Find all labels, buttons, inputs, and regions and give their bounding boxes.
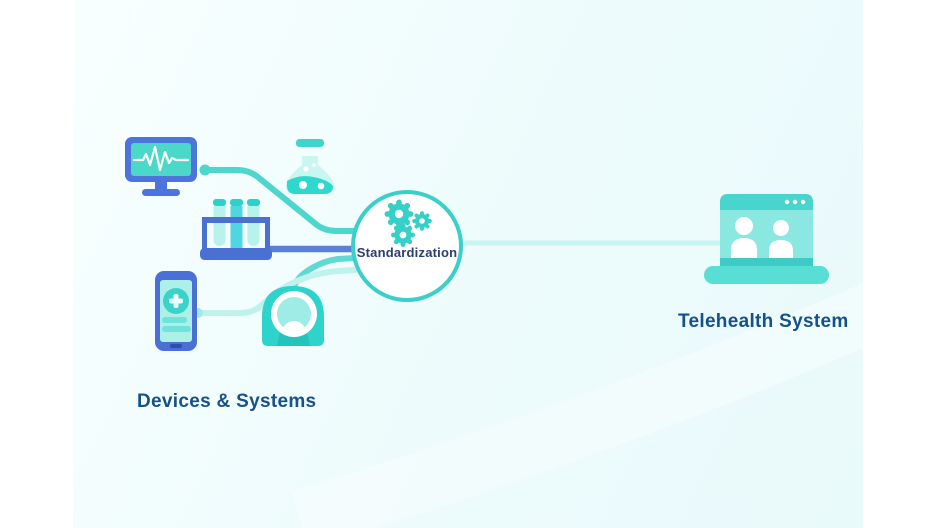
devices-systems-label: Devices & Systems	[137, 391, 317, 412]
mri-scanner-icon	[262, 286, 324, 346]
background-swoosh	[291, 272, 912, 528]
gears-icon	[384, 199, 432, 247]
standardization-hub	[351, 190, 463, 302]
window-dot-icon	[792, 199, 798, 205]
ecg-waveform	[132, 145, 190, 172]
connector-monitor-line	[202, 167, 358, 234]
window-dot-icon	[784, 199, 790, 205]
lab-flask-icon	[286, 139, 334, 194]
standardization-label: Standardization	[356, 245, 458, 260]
telehealth-label: Telehealth System	[678, 311, 849, 332]
monitor-line-dot	[199, 164, 211, 176]
medical-phone-icon	[155, 271, 197, 351]
video-call-laptop-icon	[704, 194, 829, 284]
test-tube-rack-icon	[200, 199, 272, 260]
video-call-people-icon	[731, 217, 793, 258]
window-dot-icon	[800, 199, 806, 205]
ecg-monitor-icon	[125, 137, 197, 196]
